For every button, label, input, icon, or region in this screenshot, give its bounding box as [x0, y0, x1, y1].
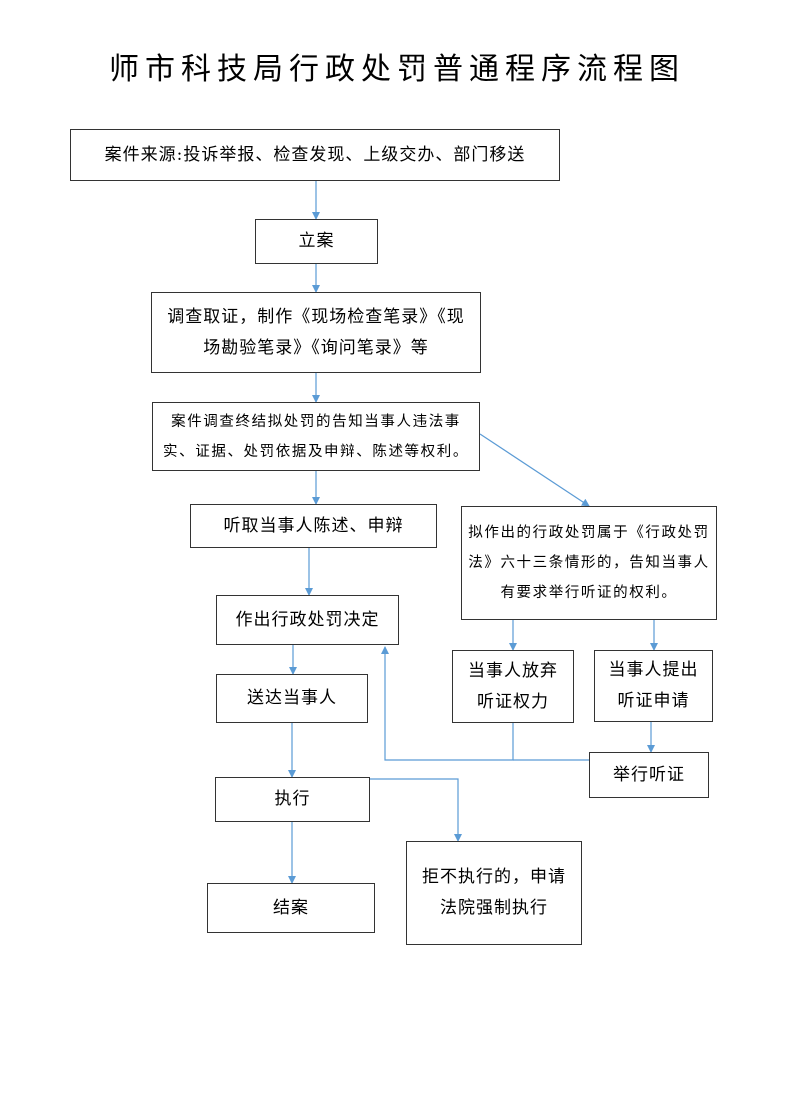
hold-hearing-box: 举行听证 — [589, 752, 709, 798]
waive-line-1: 当事人放弃 — [468, 660, 558, 681]
hearing-rights-line-3: 有要求举行听证的权利。 — [500, 585, 678, 601]
investigation-box: 调查取证，制作《现场检查笔录》《现 场勘验笔录》《询问笔录》等 — [151, 292, 481, 373]
apply-line-2: 听证申请 — [617, 691, 690, 711]
filing-text: 立案 — [298, 231, 335, 251]
apply-hearing-box: 当事人提出 听证申请 — [594, 650, 713, 722]
decision-text: 作出行政处罚决定 — [235, 609, 380, 630]
case-source-box: 案件来源:投诉举报、检查发现、上级交办、部门移送 — [70, 129, 560, 181]
execute-box: 执行 — [215, 777, 370, 822]
investigation-line-2: 场勘验笔录》《询问笔录》等 — [203, 337, 429, 358]
deliver-box: 送达当事人 — [216, 674, 368, 723]
court-line-1: 拒不执行的，申请 — [422, 867, 566, 887]
investigation-line-1: 调查取证，制作《现场检查笔录》《现 — [167, 306, 465, 327]
notice-line-2: 实、证据、处罚依据及申辩、陈述等权利。 — [163, 443, 469, 460]
decision-box: 作出行政处罚决定 — [216, 595, 399, 645]
hearing-rights-line-2: 法》六十三条情形的，告知当事人 — [468, 555, 710, 571]
hearing-rights-line-1: 拟作出的行政处罚属于《行政处罚 — [468, 525, 710, 541]
execute-text: 执行 — [274, 789, 311, 809]
arrow-notice-to-hearing-rights — [479, 433, 590, 507]
filing-box: 立案 — [255, 219, 378, 264]
hear-statement-text: 听取当事人陈述、申辩 — [223, 515, 404, 536]
apply-line-1: 当事人提出 — [608, 660, 699, 680]
close-case-box: 结案 — [207, 883, 375, 933]
hearing-rights-box: 拟作出的行政处罚属于《行政处罚 法》六十三条情形的，告知当事人 有要求举行听证的… — [461, 506, 717, 620]
court-enforcement-box: 拒不执行的，申请 法院强制执行 — [406, 841, 582, 945]
line-waive-to-decision — [381, 646, 514, 761]
page-title: 师市科技局行政处罚普通程序流程图 — [109, 52, 685, 87]
deliver-text: 送达当事人 — [247, 688, 337, 708]
case-source-text: 案件来源:投诉举报、检查发现、上级交办、部门移送 — [104, 144, 526, 165]
hear-statement-box: 听取当事人陈述、申辩 — [190, 504, 437, 548]
notice-box: 案件调查终结拟处罚的告知当事人违法事 实、证据、处罚依据及申辩、陈述等权利。 — [152, 402, 480, 471]
hold-hearing-text: 举行听证 — [613, 764, 685, 785]
notice-line-1: 案件调查终结拟处罚的告知当事人违法事 — [171, 413, 461, 430]
close-case-text: 结案 — [273, 897, 309, 918]
court-line-2: 法院强制执行 — [440, 898, 548, 918]
arrow-execute-to-court — [370, 778, 462, 842]
waive-line-2: 听证权力 — [477, 691, 549, 712]
waive-hearing-box: 当事人放弃 听证权力 — [452, 650, 574, 723]
